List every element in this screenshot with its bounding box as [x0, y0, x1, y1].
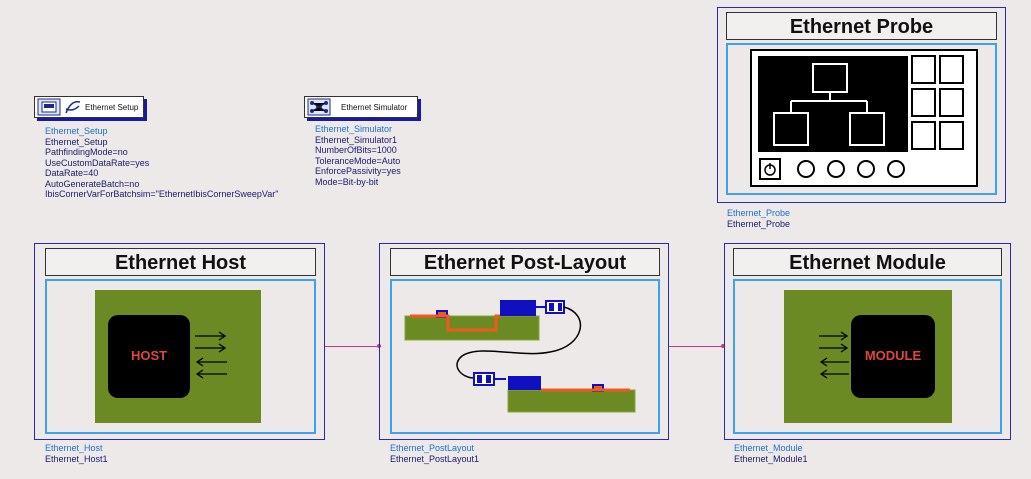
postlayout-title: Ethernet Post-Layout [390, 248, 660, 276]
simulator-param: EnforcePassivity=yes [315, 166, 401, 176]
setup-param: PathfindingMode=no [45, 147, 128, 157]
simulator-name: Ethernet_Simulator [315, 124, 393, 134]
probe-device-graphic [750, 49, 978, 187]
module-title: Ethernet Module [733, 248, 1002, 276]
setup-name: Ethernet_Setup [45, 126, 108, 136]
ethernet-postlayout-component[interactable]: Ethernet Post-Layout [379, 243, 669, 440]
setup-label: Ethernet Setup [85, 103, 139, 112]
host-name: Ethernet_Host [45, 443, 103, 453]
postlayout-pcb-graphic [404, 300, 636, 413]
host-chip [108, 315, 190, 398]
ethernet-module-component[interactable]: Ethernet Module MODULE [724, 243, 1011, 440]
module-name: Ethernet_Module [734, 443, 803, 453]
module-data-arrows-icon [819, 331, 849, 379]
probe-title: Ethernet Probe [726, 12, 997, 40]
simulator-param: NumberOfBits=1000 [315, 145, 397, 155]
ethernet-simulator-component[interactable]: Ethernet Simulator [304, 96, 418, 118]
ethernet-port-icon [37, 98, 61, 116]
ethernet-setup-component[interactable]: Ethernet Setup [34, 96, 144, 118]
wire-postlayout-to-module [669, 346, 724, 347]
cable-icon [65, 100, 81, 114]
simulator-network-icon [307, 98, 331, 116]
module-chip-label: MODULE [864, 348, 922, 363]
simulator-param: Ethernet_Simulator1 [315, 134, 398, 145]
ethernet-host-component[interactable]: Ethernet Host HOST [34, 243, 325, 440]
postlayout-instance: Ethernet_PostLayout1 [390, 453, 480, 464]
setup-param: DataRate=40 [45, 168, 99, 178]
setup-param: UseCustomDataRate=yes [45, 157, 150, 168]
wire-host-to-postlayout [325, 346, 379, 347]
setup-param: Ethernet_Setup [45, 136, 108, 147]
host-instance: Ethernet_Host1 [45, 453, 108, 464]
simulator-param: ToleranceMode=Auto [315, 155, 401, 166]
host-data-arrows-icon [195, 331, 227, 379]
module-chip [851, 315, 935, 398]
probe-name: Ethernet_Probe [727, 208, 791, 218]
postlayout-name: Ethernet_PostLayout [390, 443, 475, 453]
setup-param: IbisCornerVarForBatchsim="EthernetIbisCo… [45, 189, 279, 199]
host-title: Ethernet Host [45, 248, 316, 276]
simulator-param: Mode=Bit-by-bit [315, 176, 379, 187]
probe-instance: Ethernet_Probe [727, 218, 791, 229]
host-chip-label: HOST [130, 348, 168, 363]
simulator-label: Ethernet Simulator [341, 103, 408, 112]
ethernet-probe-component[interactable]: Ethernet Probe [717, 7, 1006, 203]
module-instance: Ethernet_Module1 [734, 453, 808, 464]
setup-param: AutoGenerateBatch=no [45, 178, 140, 189]
